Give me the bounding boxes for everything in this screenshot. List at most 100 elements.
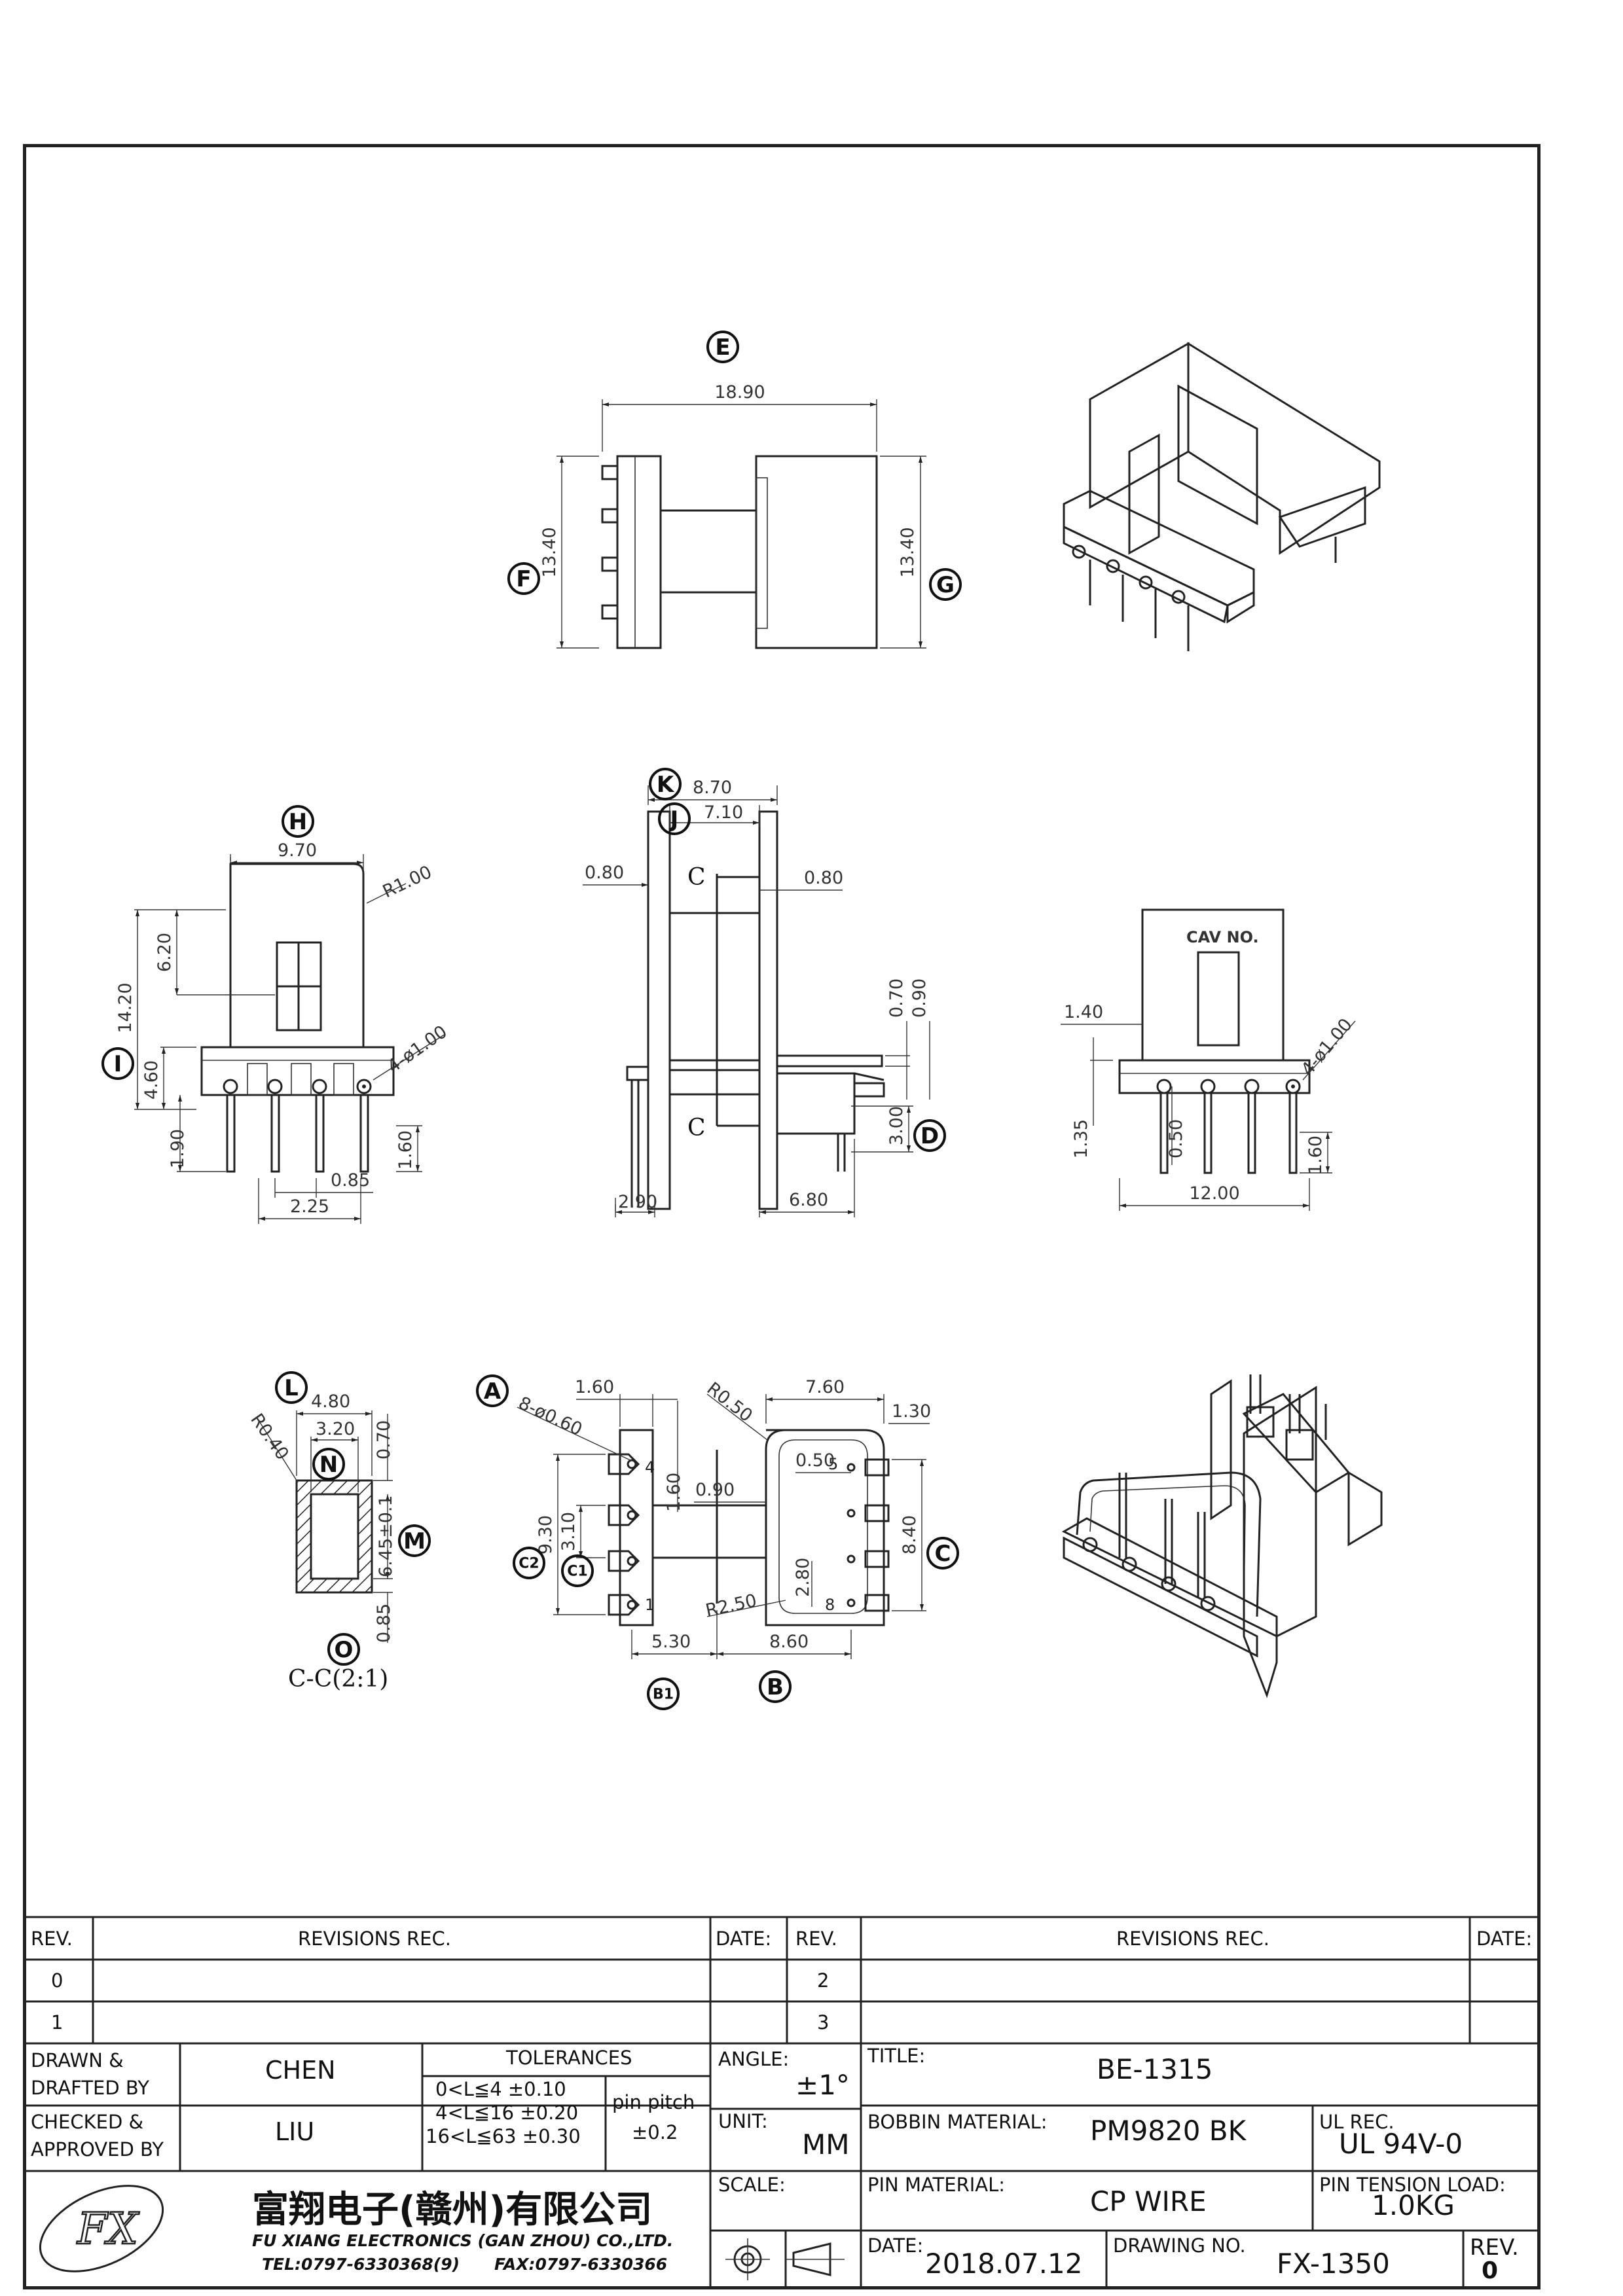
pin-number-1: 1: [645, 1596, 655, 1614]
drawing-frame: [23, 144, 1541, 2289]
ul-value: UL 94V-0: [1339, 2128, 1463, 2160]
tolerance-line-1: 0<L≦4 ±0.10: [435, 2078, 566, 2100]
tension-value: 1.0KG: [1372, 2189, 1455, 2221]
dim-bottom-r050: R0.50: [703, 1378, 756, 1426]
dim-front-pitch: 2.25: [290, 1196, 329, 1217]
svg-text:M: M: [403, 1528, 426, 1554]
front-view: 9.70 R1.00 14.20 6.20 4.60 4-ø1.00 1.90 …: [101, 805, 451, 1224]
dim-bottom-310: 3.10: [558, 1512, 579, 1551]
svg-text:F: F: [516, 566, 531, 592]
dim-side-overall: 8.70: [693, 778, 732, 798]
bobbin-material-label: BOBBIN MATERIAL:: [867, 2111, 1048, 2133]
balloon-C: C: [926, 1537, 959, 1570]
dim-rear-050: 0.50: [1166, 1119, 1186, 1158]
dim-width: 18.90: [714, 382, 765, 403]
revisions-header-left: REVISIONS REC.: [298, 1928, 451, 1950]
drawn-label: DRAWN & DRAFTED BY: [31, 2049, 149, 2099]
balloon-I: I: [101, 1047, 134, 1080]
svg-text:N: N: [319, 1452, 338, 1478]
unit-label: UNIT:: [718, 2110, 768, 2132]
dim-bottom-860: 8.60: [769, 1632, 809, 1652]
date-header-left: DATE:: [716, 1928, 772, 1950]
ul-label: UL REC.: [1319, 2111, 1395, 2133]
company-logo: FX: [39, 2185, 164, 2272]
dim-bottom-840: 8.40: [900, 1515, 920, 1554]
dim-bottom-160b: 1.60: [664, 1473, 684, 1512]
logo-text: FX: [77, 2204, 140, 2254]
bobbin-material-value: PM9820 BK: [1090, 2115, 1247, 2147]
dim-right-height: 13.40: [898, 527, 918, 577]
svg-text:O: O: [335, 1637, 354, 1663]
isometric-view-top: [1063, 342, 1381, 651]
dim-rear-holes: 4-ø1.00: [1298, 1014, 1357, 1079]
balloon-K: K: [649, 768, 682, 800]
dim-front-pin-right: 1.60: [395, 1130, 416, 1170]
balloon-L: L: [275, 1371, 308, 1404]
svg-text:C: C: [935, 1541, 951, 1567]
svg-text:J: J: [669, 806, 679, 833]
dim-section-wall: 0.70: [374, 1420, 394, 1460]
svg-text:E: E: [715, 334, 730, 361]
dim-bottom-090: 0.90: [695, 1480, 735, 1500]
dim-rear-135: 1.35: [1071, 1119, 1091, 1158]
dim-bottom-holes: 8-ø0.60: [515, 1393, 585, 1440]
angle-label: ANGLE:: [718, 2048, 790, 2070]
section-view: 4.80 3.20 R0.40 0.70 6.45±0.1 0.85 C-C(2…: [246, 1371, 431, 1693]
dim-rear-140: 1.40: [1064, 1002, 1103, 1022]
top-view: 18.90 13.40 13.40 E F G: [507, 331, 962, 649]
dim-side-inner: 7.10: [704, 802, 743, 823]
title-label: TITLE:: [867, 2045, 926, 2067]
pin-material-label: PIN MATERIAL:: [867, 2174, 1006, 2196]
balloon-C2: C2: [513, 1547, 545, 1579]
title-block-grid: [23, 1916, 1541, 2289]
dim-bottom-130: 1.30: [892, 1401, 931, 1422]
isometric-view-bottom: [1061, 1374, 1383, 1698]
balloon-D: D: [913, 1119, 946, 1152]
dim-bottom-r250: R2.50: [704, 1590, 759, 1621]
dim-front-radius: R1.00: [380, 862, 435, 902]
rear-view: CAV NO. 1.40 4-ø1.00 1.35 0.50 12.00 1.6…: [1061, 908, 1357, 1211]
rev-row-3: 3: [817, 2011, 830, 2034]
dim-side-090: 0.90: [909, 978, 930, 1018]
dim-side-left-flange: 0.80: [585, 863, 624, 883]
rev-label: REV.: [1470, 2234, 1519, 2261]
balloon-O: O: [327, 1633, 360, 1666]
dim-bottom-050: 0.50: [795, 1450, 835, 1471]
dim-front-width: 9.70: [278, 840, 317, 861]
svg-text:L: L: [284, 1375, 299, 1401]
date-header-right: DATE:: [1476, 1928, 1533, 1950]
drawn-value: CHEN: [265, 2056, 336, 2085]
svg-text:C1: C1: [567, 1564, 587, 1580]
tension-label: PIN TENSION LOAD:: [1319, 2174, 1506, 2196]
scale-label: SCALE:: [718, 2174, 786, 2196]
section-mark-top: C: [687, 864, 706, 891]
dim-bottom-280: 2.80: [793, 1558, 813, 1597]
svg-text:G: G: [936, 572, 955, 598]
balloon-N: N: [312, 1448, 345, 1480]
dim-section-bottom: 0.85: [374, 1604, 394, 1643]
dim-side-right-flange: 0.80: [804, 868, 843, 888]
drawing-no-label: DRAWING NO.: [1113, 2234, 1246, 2257]
pin-number-4: 4: [645, 1458, 655, 1477]
dim-side-680: 6.80: [789, 1190, 828, 1210]
dim-bottom-160: 1.60: [575, 1377, 614, 1397]
dim-side-300: 3.00: [886, 1106, 907, 1145]
revisions-header-right: REVISIONS REC.: [1116, 1928, 1269, 1950]
dim-section-radius: R0.40: [246, 1410, 293, 1463]
svg-text:H: H: [289, 809, 307, 835]
dim-side-070: 0.70: [886, 978, 907, 1018]
company-fax: FAX:0797-6330366: [494, 2255, 668, 2274]
svg-text:A: A: [484, 1378, 501, 1405]
balloon-B1: B1: [647, 1677, 680, 1710]
rev-row-0: 0: [51, 1969, 64, 1992]
dim-bottom-760: 7.60: [805, 1377, 845, 1397]
balloon-B: B: [759, 1670, 792, 1703]
unit-value: MM: [802, 2128, 850, 2161]
svg-text:B: B: [767, 1674, 784, 1700]
balloon-M: M: [398, 1524, 431, 1557]
drawing-no-value: FX-1350: [1277, 2248, 1390, 2280]
balloon-G: G: [929, 568, 962, 601]
balloon-J: J: [658, 802, 691, 835]
rev-header-left: REV.: [31, 1928, 73, 1950]
